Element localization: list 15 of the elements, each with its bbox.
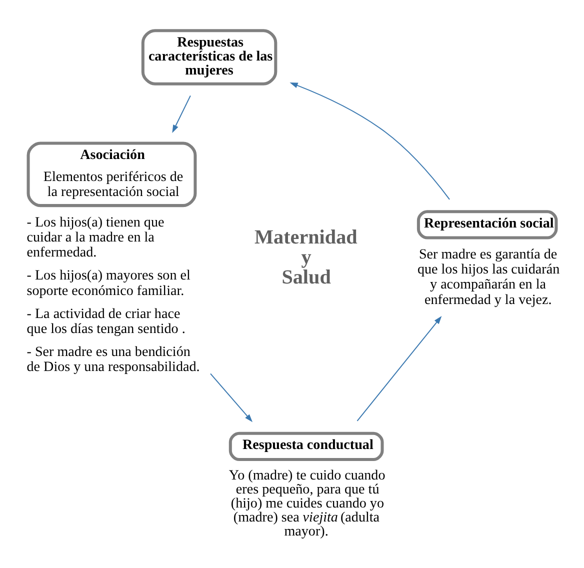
arrow (210, 373, 253, 422)
node-box: Representación social (416, 210, 558, 240)
node-box: Asociación Elementos periféricos de la representación social (26, 142, 197, 208)
node-label: - Los hijos(a) mayores son el soporte económico familiar. (26, 268, 190, 299)
node-box: Respuesta conductual (228, 432, 384, 461)
node-label: - La actividad de criar hace que los días tengan sentido . (26, 306, 186, 337)
arrow (356, 316, 442, 422)
node-label: Yo (madre) te cuido cuando eres pequeño, para que tú (hijo) me cuides cuando yo (madre) sea viejita (adulta mayor). (228, 467, 386, 540)
node-label: - Los hijos(a) tienen que cuidar a la madre en la enfermedad. (26, 214, 164, 261)
node-box: Respuestas características de las mujeres (141, 29, 278, 86)
node-label: - Ser madre es una bendición de Dios y una responsabilidad. (26, 344, 200, 376)
arrow (290, 82, 450, 200)
arrow (172, 95, 191, 133)
node-label: Ser madre es garantía de que los hijos las cuidarán y acompañarán en la enfermedad y la vejez. (417, 246, 560, 308)
label: Maternidad y Salud (254, 226, 358, 288)
